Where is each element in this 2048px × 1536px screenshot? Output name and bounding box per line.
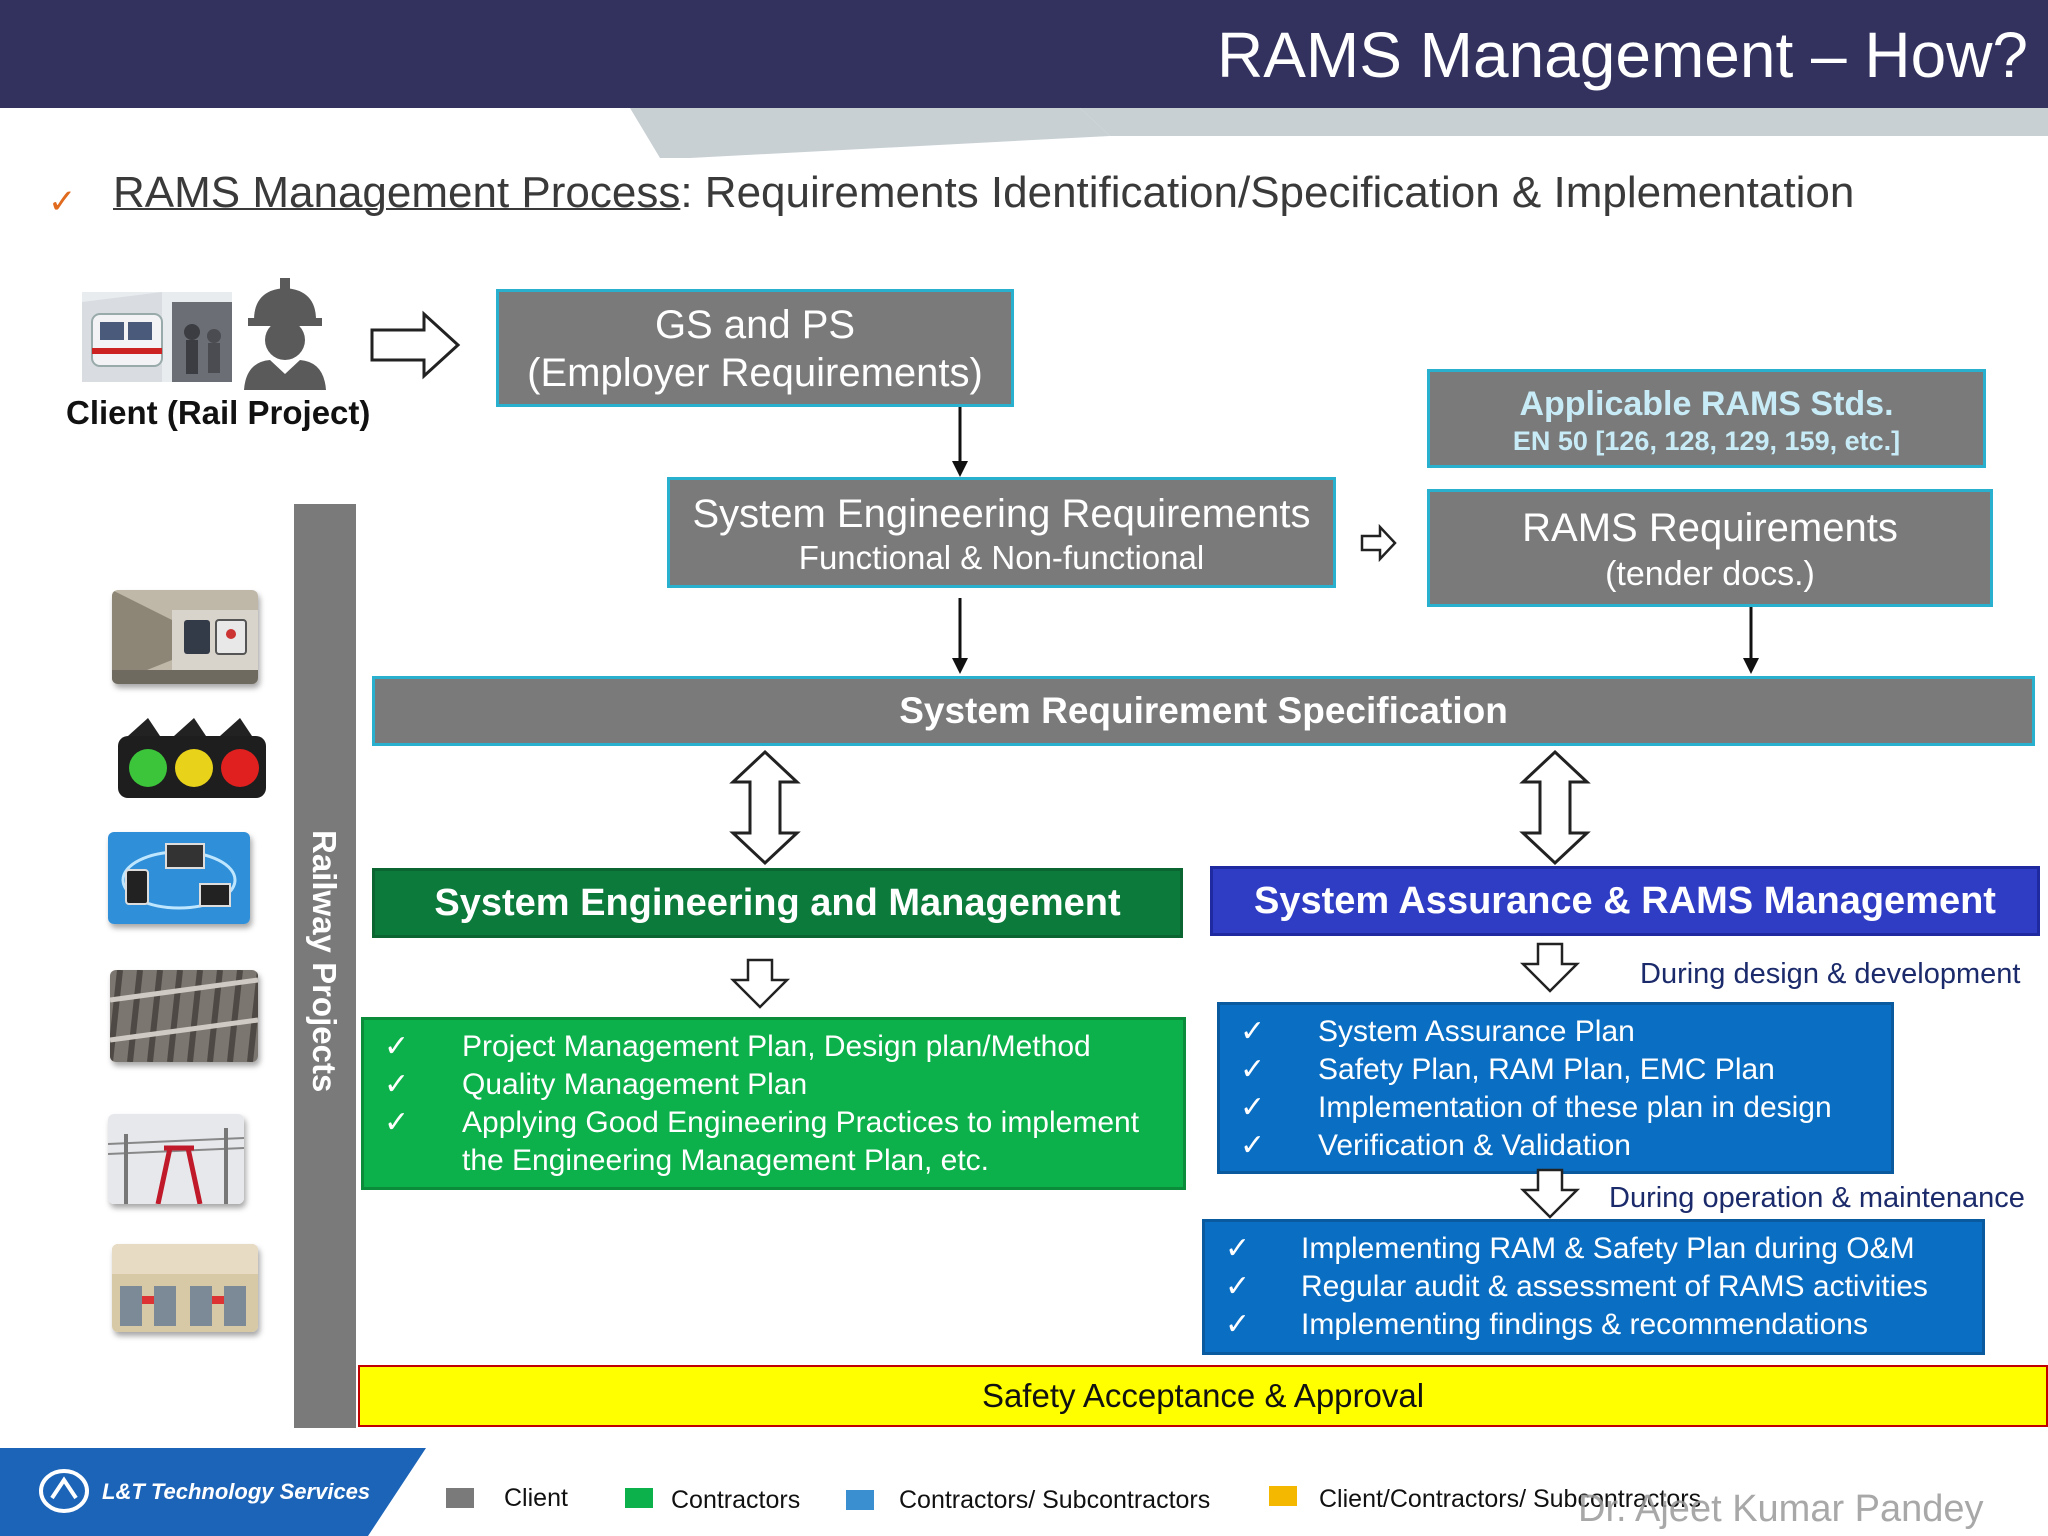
check-icon: ✓ bbox=[384, 1068, 410, 1101]
header-band bbox=[0, 0, 2048, 108]
check-icon: ✓ bbox=[1240, 1091, 1266, 1124]
safety-label: Safety Acceptance & Approval bbox=[981, 1377, 1425, 1414]
srs-label: System Requirement Specification bbox=[899, 690, 1508, 731]
footer-logo-text: L&T Technology Services bbox=[102, 1479, 371, 1504]
train-platform-icon bbox=[112, 590, 258, 684]
sarm-label: System Assurance & RAMS Management bbox=[1254, 880, 1996, 922]
list-item: ✓Implementation of these plan in design bbox=[1220, 1089, 1891, 1127]
worker-helmet-icon bbox=[240, 276, 330, 390]
list-item: ✓Verification & Validation bbox=[1220, 1127, 1891, 1165]
arrow-down-outline-icon bbox=[729, 958, 791, 1009]
sem-list-box: ✓Project Management Plan, Design plan/Me… bbox=[361, 1017, 1186, 1190]
footer-logo-band bbox=[0, 1448, 426, 1536]
check-icon: ✓ bbox=[384, 1030, 410, 1063]
om-note: During operation & maintenance bbox=[1609, 1182, 2025, 1214]
list-item: ✓Implementing RAM & Safety Plan during O… bbox=[1205, 1230, 1982, 1268]
list-item: ✓Project Management Plan, Design plan/Me… bbox=[364, 1028, 1183, 1066]
list-item: ✓Regular audit & assessment of RAMS acti… bbox=[1205, 1268, 1982, 1306]
railway-track-icon bbox=[110, 970, 258, 1062]
arrow-down-icon bbox=[952, 407, 968, 477]
arrow-down-icon bbox=[952, 598, 968, 674]
legend-label-client: Client bbox=[504, 1484, 568, 1512]
traffic-light-icon bbox=[118, 716, 266, 808]
railway-projects-bar bbox=[294, 504, 356, 1428]
header-decoration bbox=[630, 108, 2048, 158]
metro-train-icon bbox=[82, 292, 232, 382]
design-list: ✓System Assurance Plan ✓Safety Plan, RAM… bbox=[1220, 1013, 1891, 1165]
sys-eng-req-line1: System Engineering Requirements bbox=[692, 492, 1311, 536]
fare-gates-icon bbox=[112, 1244, 258, 1332]
legend-label-contractors: Contractors bbox=[671, 1486, 801, 1514]
gs-ps-line2: (Employer Requirements) bbox=[527, 351, 983, 395]
list-item: ✓System Assurance Plan bbox=[1220, 1013, 1891, 1051]
arrow-down-outline-icon bbox=[1519, 1168, 1581, 1219]
arrow-right-small-icon bbox=[1360, 523, 1397, 563]
list-item: ✓Quality Management Plan bbox=[364, 1066, 1183, 1104]
arrow-down-icon bbox=[1743, 607, 1759, 674]
srs-box: System Requirement Specification bbox=[372, 676, 2035, 746]
om-list: ✓Implementing RAM & Safety Plan during O… bbox=[1205, 1230, 1982, 1344]
sys-eng-req-line2: Functional & Non-functional bbox=[798, 539, 1205, 576]
check-icon: ✓ bbox=[1240, 1053, 1266, 1086]
sem-label: System Engineering and Management bbox=[434, 882, 1121, 924]
list-item: ✓Safety Plan, RAM Plan, EMC Plan bbox=[1220, 1051, 1891, 1089]
communication-devices-icon bbox=[108, 832, 250, 924]
sys-eng-req-box: System Engineering Requirements Function… bbox=[667, 477, 1336, 588]
rams-req-box: RAMS Requirements (tender docs.) bbox=[1427, 489, 1993, 607]
sem-box: System Engineering and Management bbox=[372, 868, 1183, 938]
legend-label-subcontractors: Contractors/ Subcontractors bbox=[899, 1486, 1211, 1514]
legend-swatch-contractors bbox=[625, 1488, 653, 1508]
client-label: Client (Rail Project) bbox=[66, 394, 371, 431]
om-list-box: ✓Implementing RAM & Safety Plan during O… bbox=[1202, 1219, 1985, 1355]
sem-list: ✓Project Management Plan, Design plan/Me… bbox=[364, 1028, 1183, 1180]
lt-logo-icon bbox=[39, 1469, 89, 1513]
check-icon: ✓ bbox=[1225, 1270, 1251, 1303]
check-icon: ✓ bbox=[1240, 1129, 1266, 1162]
subtitle: RAMS Management Process: Requirements Id… bbox=[113, 168, 1854, 218]
overhead-catenary-icon bbox=[108, 1114, 244, 1204]
sarm-box: System Assurance & RAMS Management bbox=[1210, 866, 2040, 936]
railway-projects-label: Railway Projects bbox=[306, 830, 343, 1093]
author-watermark: Dr. Ajeet Kumar Pandey bbox=[1578, 1488, 1984, 1530]
subtitle-rest: : Requirements Identification/Specificat… bbox=[680, 168, 1855, 217]
applicable-stds-line1: Applicable RAMS Stds. bbox=[1519, 385, 1894, 423]
rams-req-line2: (tender docs.) bbox=[1605, 555, 1815, 593]
subtitle-underlined: RAMS Management Process bbox=[113, 168, 681, 217]
double-arrow-icon bbox=[1519, 749, 1591, 866]
check-icon: ✓ bbox=[1240, 1015, 1266, 1048]
page-title: RAMS Management – How? bbox=[1216, 19, 2028, 91]
applicable-stds-line2: EN 50 [126, 128, 129, 159, etc.] bbox=[1512, 426, 1901, 456]
design-note: During design & development bbox=[1640, 958, 2021, 990]
check-icon: ✓ bbox=[384, 1106, 410, 1139]
double-arrow-icon bbox=[729, 749, 801, 866]
list-item: ✓Implementing findings & recommendations bbox=[1205, 1306, 1982, 1344]
rams-req-line1: RAMS Requirements bbox=[1522, 506, 1898, 550]
applicable-stds-box: Applicable RAMS Stds. EN 50 [126, 128, 1… bbox=[1427, 369, 1986, 468]
legend-swatch-client bbox=[446, 1488, 474, 1508]
check-icon: ✓ bbox=[1225, 1232, 1251, 1265]
gs-ps-box: GS and PS (Employer Requirements) bbox=[496, 289, 1014, 407]
list-item: ✓Applying Good Engineering Practices to … bbox=[384, 1106, 1140, 1177]
subtitle-check-icon: ✓ bbox=[48, 183, 77, 221]
legend-label-all: Client/Contractors/ Subcontractors bbox=[1319, 1485, 1702, 1513]
gs-ps-line1: GS and PS bbox=[654, 303, 856, 347]
arrow-down-outline-icon bbox=[1519, 942, 1581, 993]
check-icon: ✓ bbox=[1225, 1308, 1251, 1341]
arrow-right-icon bbox=[370, 310, 461, 380]
legend-swatch-all bbox=[1269, 1486, 1297, 1506]
safety-box: Safety Acceptance & Approval bbox=[358, 1365, 2048, 1427]
legend-swatch-subcontractors bbox=[846, 1490, 874, 1510]
design-list-box: ✓System Assurance Plan ✓Safety Plan, RAM… bbox=[1217, 1002, 1894, 1174]
